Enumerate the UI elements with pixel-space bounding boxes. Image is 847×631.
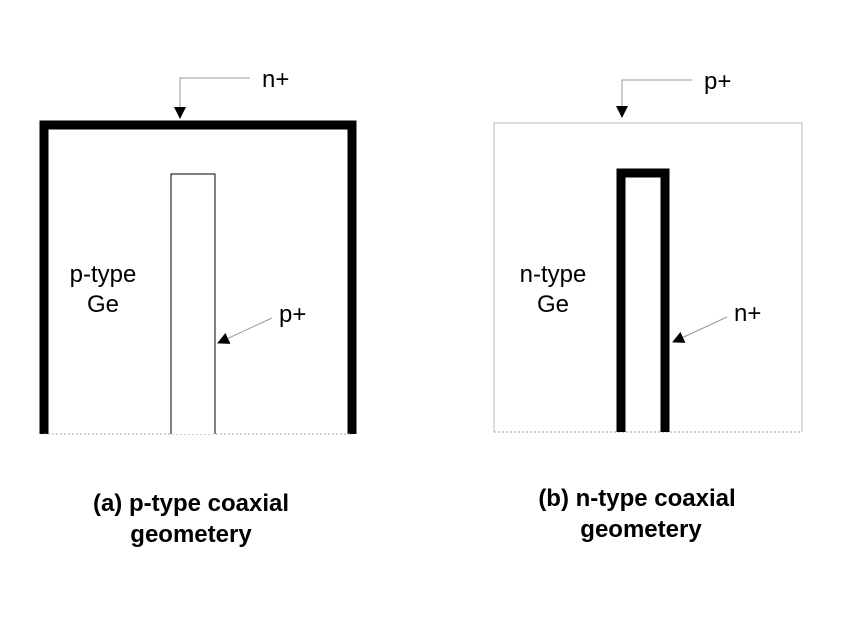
n-plus-leader-line (672, 316, 728, 343)
p-plus-top-label: p+ (704, 68, 731, 95)
bulk-material-label-line2: Ge (87, 291, 119, 318)
panel-b-caption-line1: (b) n-type coaxial (538, 485, 735, 512)
panel-a-p-type-coaxial: n+ p-type Ge p+ (a) p-type coaxial geome… (39, 66, 357, 548)
n-plus-leader-line (174, 77, 250, 119)
central-p-plus-core (170, 173, 216, 434)
panel-a-caption-line2: geometery (130, 521, 252, 548)
outer-n-plus-contact (39, 120, 357, 434)
panel-b-caption-line2: geometery (580, 516, 702, 543)
p-plus-leader-line (217, 317, 273, 344)
outer-p-plus-contact (493, 122, 803, 432)
n-plus-core-label: n+ (734, 300, 761, 327)
p-plus-leader-line (616, 79, 692, 118)
bulk-material-label-line1: p-type (70, 261, 137, 288)
bulk-material-label-line2: Ge (537, 291, 569, 318)
panel-a-caption-line1: (a) p-type coaxial (93, 490, 289, 517)
central-n-plus-core (616, 168, 670, 432)
n-plus-top-label: n+ (262, 66, 289, 93)
bulk-material-label-line1: n-type (520, 261, 587, 288)
p-plus-core-label: p+ (279, 301, 306, 328)
panel-b-n-type-coaxial: p+ n-type Ge n+ (b) n-type coaxial geome… (493, 68, 803, 543)
